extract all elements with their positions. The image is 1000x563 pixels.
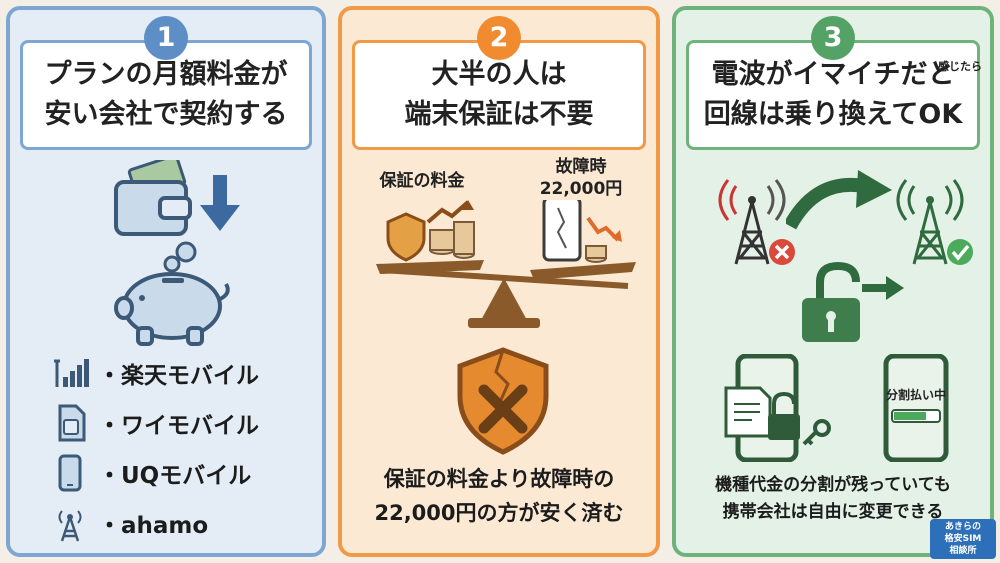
brand-badge-line1: あきらの bbox=[944, 522, 981, 532]
installment-phone-icon bbox=[883, 354, 949, 462]
carrier-label: ・UQモバイル bbox=[98, 463, 252, 489]
panel-3: 電波がイマイチだと 回線は乗り換えてOK 感じたら bbox=[672, 6, 994, 557]
weak-signal-tower-icon bbox=[718, 179, 795, 265]
switch-arrow-icon bbox=[786, 170, 892, 230]
carrier-label: ・ahamo bbox=[98, 513, 209, 539]
panel-2-summary-line2: 22,000円の方が安く済む bbox=[374, 501, 624, 525]
panel-3-title: 電波がイマイチだと 回線は乗り換えてOK bbox=[686, 40, 980, 150]
arrow-down-icon bbox=[200, 175, 240, 231]
carrier-label: ・楽天モバイル bbox=[98, 363, 259, 389]
carrier-list: ・楽天モバイル ・ワイモバイル ・UQモバイル ・ahamo bbox=[50, 348, 310, 548]
breakdown-cost-label-line2: 22,000円 bbox=[539, 179, 623, 199]
carrier-item-uq: ・UQモバイル bbox=[50, 448, 310, 498]
panel-3-title-note: 感じたら bbox=[938, 60, 982, 73]
carrier-item-ymobile: ・ワイモバイル bbox=[50, 398, 310, 448]
carrier-label: ・ワイモバイル bbox=[98, 413, 259, 439]
panel-2: 大半の人は 端末保証は不要 保証の料金 故障時 22,000円 bbox=[338, 6, 660, 557]
panel-2-title-line2: 端末保証は不要 bbox=[404, 99, 594, 130]
panel-2-summary-line1: 保証の料金より故障時の bbox=[383, 467, 615, 491]
panel-3-summary-line1: 機種代金の分割が残っていても bbox=[715, 475, 951, 495]
panel-1: プランの月額料金が 安い会社で契約する bbox=[6, 6, 326, 557]
step-number-3: 3 bbox=[811, 16, 855, 60]
step-number-1: 1 bbox=[144, 16, 188, 60]
panel-2-title-line1: 大半の人は bbox=[431, 59, 567, 90]
broken-shield-icon bbox=[457, 347, 549, 455]
installment-progress-fill bbox=[894, 412, 926, 420]
step-number-2: 2 bbox=[477, 16, 521, 60]
installment-label: 分割払い中 bbox=[885, 388, 946, 402]
balance-scale-icon bbox=[376, 200, 636, 328]
brand-badge-line2: 格安SIM bbox=[944, 534, 982, 544]
carrier-item-ahamo: ・ahamo bbox=[50, 498, 310, 548]
unlock-icon bbox=[802, 262, 904, 342]
wallet-icon bbox=[114, 160, 192, 236]
panel-2-summary: 保証の料金より故障時の 22,000円の方が安く済む bbox=[342, 462, 656, 530]
breakdown-cost-label-line1: 故障時 bbox=[555, 157, 607, 177]
breakdown-cost-label: 故障時 22,000円 bbox=[526, 156, 636, 200]
brand-badge: あきらの 格安SIM 相談所 bbox=[930, 519, 996, 559]
strong-signal-tower-icon bbox=[896, 179, 973, 265]
carrier-item-rakuten: ・楽天モバイル bbox=[50, 348, 310, 398]
panel-3-summary-line2: 携帯会社は自由に変更できる bbox=[722, 502, 944, 522]
antenna-tower-icon bbox=[58, 510, 82, 542]
phone-contract-icon bbox=[724, 354, 831, 462]
panel-1-title-line1: プランの月額料金が bbox=[44, 59, 288, 90]
sim-card-icon bbox=[58, 404, 86, 442]
signal-bars-icon bbox=[54, 359, 89, 387]
panel-3-title-line1: 電波がイマイチだと bbox=[711, 59, 955, 90]
panel-1-title-line2: 安い会社で契約する bbox=[44, 99, 288, 130]
guarantee-fee-label: 保証の料金 bbox=[379, 171, 465, 191]
brand-badge-line3: 相談所 bbox=[949, 546, 977, 556]
piggy-bank-icon bbox=[114, 241, 230, 346]
panel-3-summary: 機種代金の分割が残っていても 携帯会社は自由に変更できる bbox=[676, 472, 990, 526]
smartphone-icon bbox=[58, 454, 82, 492]
panel-3-title-line2: 回線は乗り換えてOK bbox=[703, 99, 963, 130]
